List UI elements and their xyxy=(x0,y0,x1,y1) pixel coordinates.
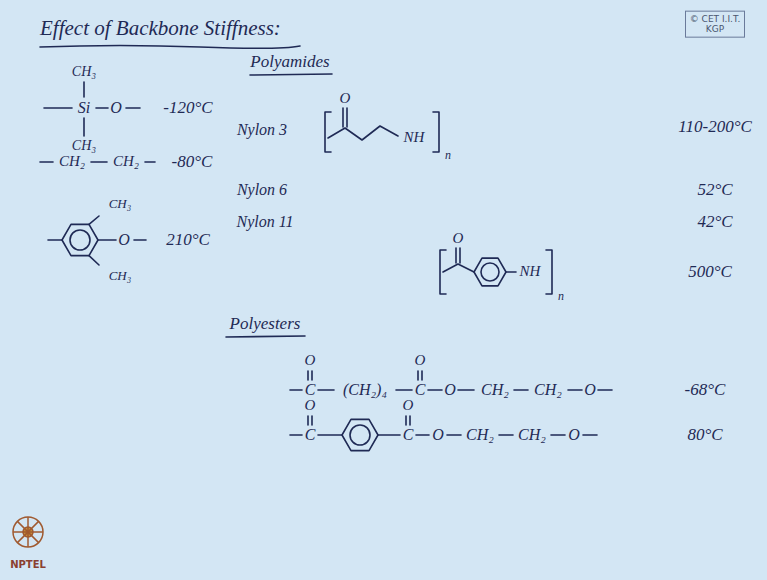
formula-group: CH₃ xyxy=(109,197,132,212)
atom-symbol: O xyxy=(305,397,316,414)
temperature-value: -80°C xyxy=(172,152,213,172)
temperature-value: 42°C xyxy=(697,212,732,232)
temperature-value: 500°C xyxy=(688,262,732,282)
siloxane-bonds xyxy=(44,82,140,136)
formula-group: CH₂ xyxy=(518,426,546,444)
polymer-name: Nylon 11 xyxy=(236,213,293,231)
atom-symbol: O xyxy=(340,90,351,107)
formula-group: NH xyxy=(404,129,425,146)
atom-symbol: C xyxy=(415,381,426,399)
formula-group: CH₂ xyxy=(534,381,562,399)
formula-group: (CH₂)₄ xyxy=(343,381,387,399)
atom-symbol: O xyxy=(432,426,444,444)
heading-underline xyxy=(226,336,305,337)
polymer-name: Nylon 3 xyxy=(237,121,287,139)
formula-group: NH xyxy=(520,263,541,280)
section-heading: Polyesters xyxy=(230,314,301,334)
atom-symbol: O xyxy=(110,99,122,117)
nylon3-structure xyxy=(325,108,439,152)
logo-text: NPTEL xyxy=(10,559,46,571)
slide-title: Effect of Backbone Stiffness: xyxy=(40,16,281,40)
repeat-subscript: n xyxy=(445,149,451,163)
atom-symbol: O xyxy=(118,231,130,249)
temperature-value: 110-200°C xyxy=(678,117,752,137)
formula-group: CH₂ xyxy=(466,426,494,444)
section-heading: Polyamides xyxy=(250,52,329,72)
atom-symbol: O xyxy=(453,230,464,247)
aramid-structure xyxy=(440,248,552,294)
temperature-value: -68°C xyxy=(685,380,726,400)
nptel-logo xyxy=(13,517,43,547)
repeat-subscript: n xyxy=(558,290,564,304)
atom-symbol: O xyxy=(305,352,316,369)
atom-symbol: C xyxy=(305,426,316,444)
polyester-bonds xyxy=(290,416,597,451)
copyright-mark: © CET I.I.T. KGP xyxy=(685,11,745,38)
atom-symbol: Si xyxy=(78,99,90,117)
title-underline xyxy=(40,46,300,49)
formula-group: CH₃ xyxy=(72,64,96,80)
temperature-value: 52°C xyxy=(697,180,732,200)
polymer-name: Nylon 6 xyxy=(237,181,287,199)
atom-symbol: O xyxy=(403,397,414,414)
formula-group: CH₃ xyxy=(109,269,132,284)
atom-symbol: O xyxy=(415,352,426,369)
heading-underline xyxy=(250,74,332,75)
atom-symbol: O xyxy=(568,426,580,444)
formula-group: CH₃ xyxy=(72,138,96,154)
atom-symbol: O xyxy=(584,381,596,399)
temperature-value: 80°C xyxy=(687,425,722,445)
formula-group: CH₂ xyxy=(59,153,85,170)
formula-group: CH₂ xyxy=(113,153,139,170)
temperature-value: -120°C xyxy=(163,98,212,118)
phenylene-ring xyxy=(48,216,146,265)
temperature-value: 210°C xyxy=(166,230,210,250)
atom-symbol: C xyxy=(305,381,316,399)
formula-group: CH₂ xyxy=(481,381,509,399)
atom-symbol: O xyxy=(444,381,456,399)
atom-symbol: C xyxy=(403,426,414,444)
